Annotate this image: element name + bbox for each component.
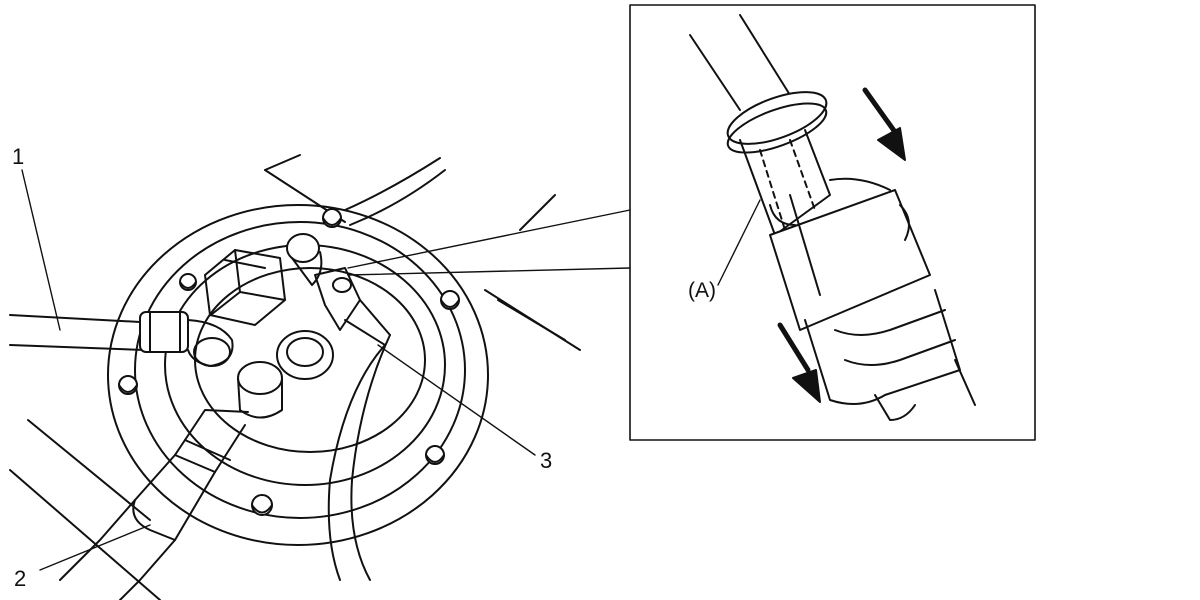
label-part-3: 3 [540, 448, 553, 473]
bolt [441, 291, 459, 309]
plate-bolts [119, 209, 459, 515]
label-part-1: 1 [12, 144, 25, 169]
body-panel-lines [10, 155, 580, 600]
hose-2 [60, 362, 282, 600]
detail-inset [630, 5, 1035, 440]
bolt [426, 446, 444, 464]
hose-3 [287, 234, 390, 580]
bolt [119, 376, 137, 394]
bolt [252, 495, 272, 515]
label-detail-a: (A) [688, 279, 716, 302]
bolt [180, 274, 196, 290]
hose-1 [10, 312, 233, 366]
electrical-connector [205, 250, 285, 325]
detail-hose [690, 15, 975, 420]
callout-lines [348, 210, 630, 275]
push-direction-arrows [780, 90, 905, 402]
leader-lines [22, 170, 760, 570]
label-part-2: 2 [14, 566, 27, 591]
bolt [323, 209, 341, 227]
